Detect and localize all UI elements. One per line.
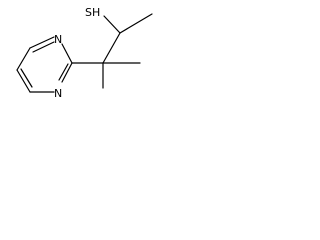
side-chain [71,13,153,89]
atom-label-thiol: SH [85,6,100,19]
bond-quaternary-ch [102,32,121,64]
pyrimidine-ring [16,36,73,93]
bond-ch-thiol [103,15,121,34]
bond-n1-c2 [61,43,73,64]
bond-c6-n1-double [32,41,55,53]
bond-c2-n3-double [58,63,69,81]
structure-diagram: N N SH [16,6,153,100]
bond-c4-c5-double [20,68,33,88]
bond-ch-methyl [119,13,153,34]
bond-c6-n1 [29,36,55,49]
bond-c5-c6 [16,47,31,71]
atom-label-n-lower: N [54,87,62,100]
bond-c4-c5 [16,69,31,93]
atom-label-n-upper: N [54,33,62,46]
bond-c2-n3 [61,62,73,83]
